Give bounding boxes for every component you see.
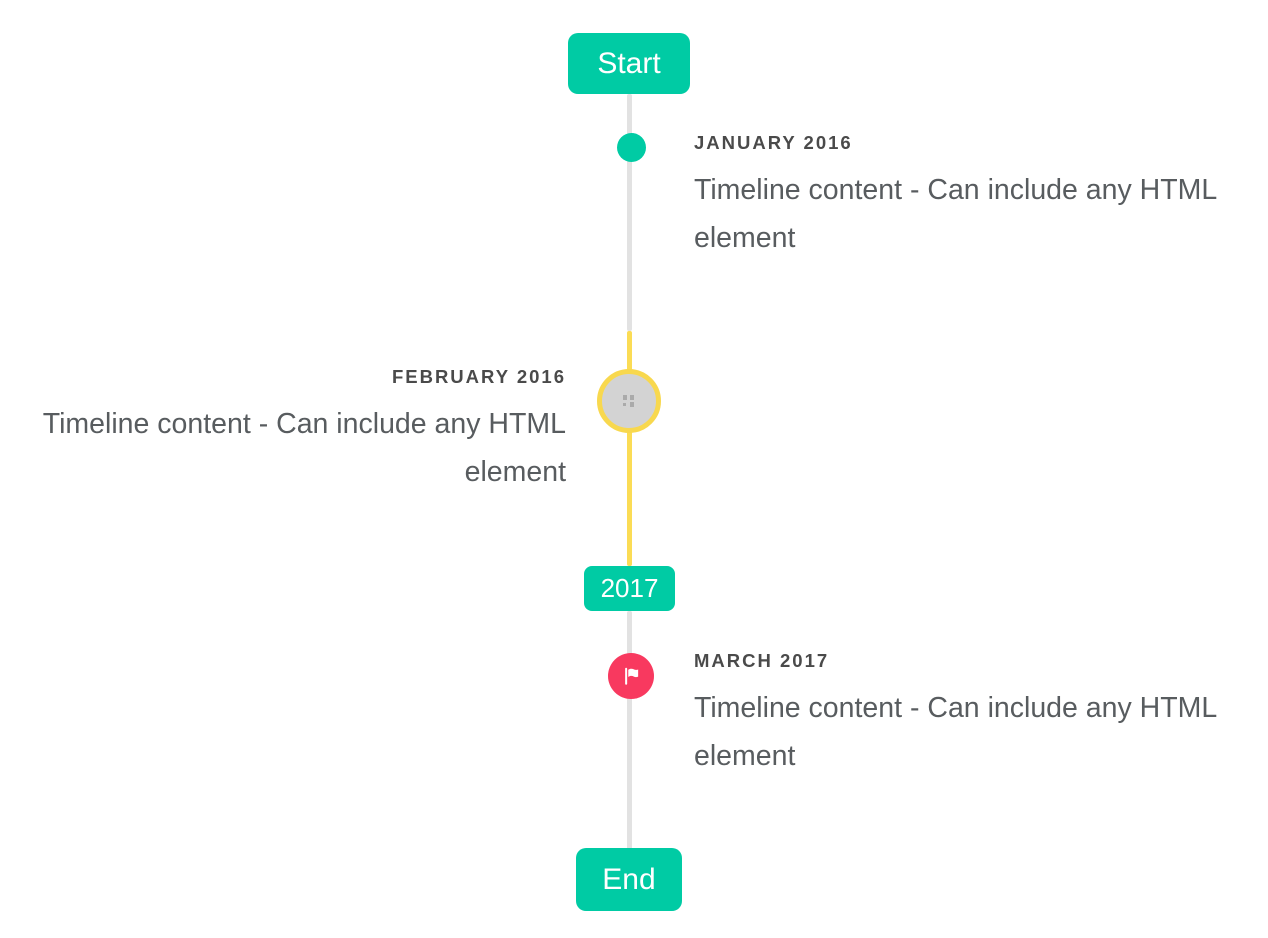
event-february-2016: FEBRUARY 2016 Timeline content - Can inc…	[36, 365, 566, 496]
event-content: Timeline content - Can include any HTML …	[694, 174, 1217, 254]
event-marker-highlighted-circle[interactable]	[597, 369, 661, 433]
timeline-line-segment-highlighted	[627, 331, 632, 566]
event-march-2017: MARCH 2017 Timeline content - Can includ…	[694, 649, 1222, 780]
year-badge-2017[interactable]: 2017	[584, 566, 675, 611]
event-date-label: MARCH 2017	[694, 650, 830, 671]
event-marker-flag[interactable]	[608, 653, 654, 699]
start-button[interactable]: Start	[568, 33, 690, 94]
event-january-2016: JANUARY 2016 Timeline content - Can incl…	[694, 131, 1222, 262]
timeline-line-segment-top	[627, 94, 632, 331]
event-date-label: FEBRUARY 2016	[391, 366, 566, 387]
event-content: Timeline content - Can include any HTML …	[42, 408, 566, 488]
event-date-label: JANUARY 2016	[694, 132, 853, 153]
end-button[interactable]: End	[576, 848, 682, 911]
timeline-line-segment-bottom	[627, 611, 632, 851]
broken-image-icon	[623, 395, 634, 407]
event-content: Timeline content - Can include any HTML …	[694, 692, 1217, 772]
event-marker-dot[interactable]	[617, 133, 646, 162]
flag-icon	[625, 667, 639, 685]
